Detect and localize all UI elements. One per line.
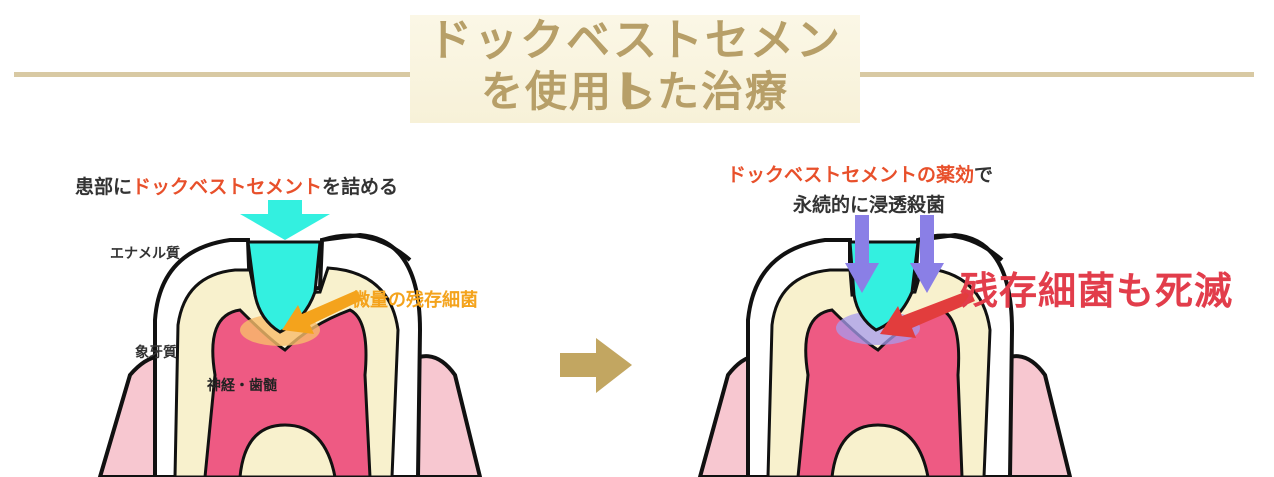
label-dentin: 象牙質	[135, 345, 177, 361]
left-caption: 患部にドックベストセメントを詰める	[75, 172, 398, 199]
right-caption-highlight: ドックベストセメントの薬効	[727, 164, 975, 186]
label-nerve: 神経・歯髄	[207, 378, 277, 394]
right-arrow-gold-icon	[560, 338, 632, 393]
left-caption-prefix: 患部に	[75, 176, 133, 198]
left-pulp	[203, 308, 372, 477]
right-caption-suffix: で	[974, 164, 994, 186]
page-title-line2: を使用した治療	[480, 67, 789, 116]
label-bacteria-dead: 残存細菌も死滅	[960, 269, 1234, 313]
arrow-red-icon	[880, 290, 975, 338]
page-title-line1: ドックベストセメント	[428, 15, 842, 118]
down-arrow-cyan-icon	[240, 200, 330, 240]
left-cement	[246, 240, 322, 334]
left-caption-highlight: ドックベストセメント	[132, 176, 323, 198]
title-box	[410, 15, 860, 123]
title-line-right	[858, 72, 1254, 77]
arrow-purple-icon	[845, 215, 879, 293]
right-caption-line2: 永続的に浸透殺菌	[793, 194, 946, 216]
title-line-left	[14, 72, 412, 77]
label-enamel: エナメル質	[110, 246, 180, 262]
right-caption-line1: ドックベストセメントの薬効で	[727, 160, 993, 187]
label-bacteria: 微量の残存細菌	[352, 290, 478, 311]
right-tooth-diagram	[697, 232, 1073, 477]
arrow-orange-icon	[282, 290, 362, 334]
left-tooth-diagram	[97, 232, 483, 477]
arrow-purple-icon	[910, 215, 944, 293]
left-caption-suffix: を詰める	[322, 176, 399, 198]
